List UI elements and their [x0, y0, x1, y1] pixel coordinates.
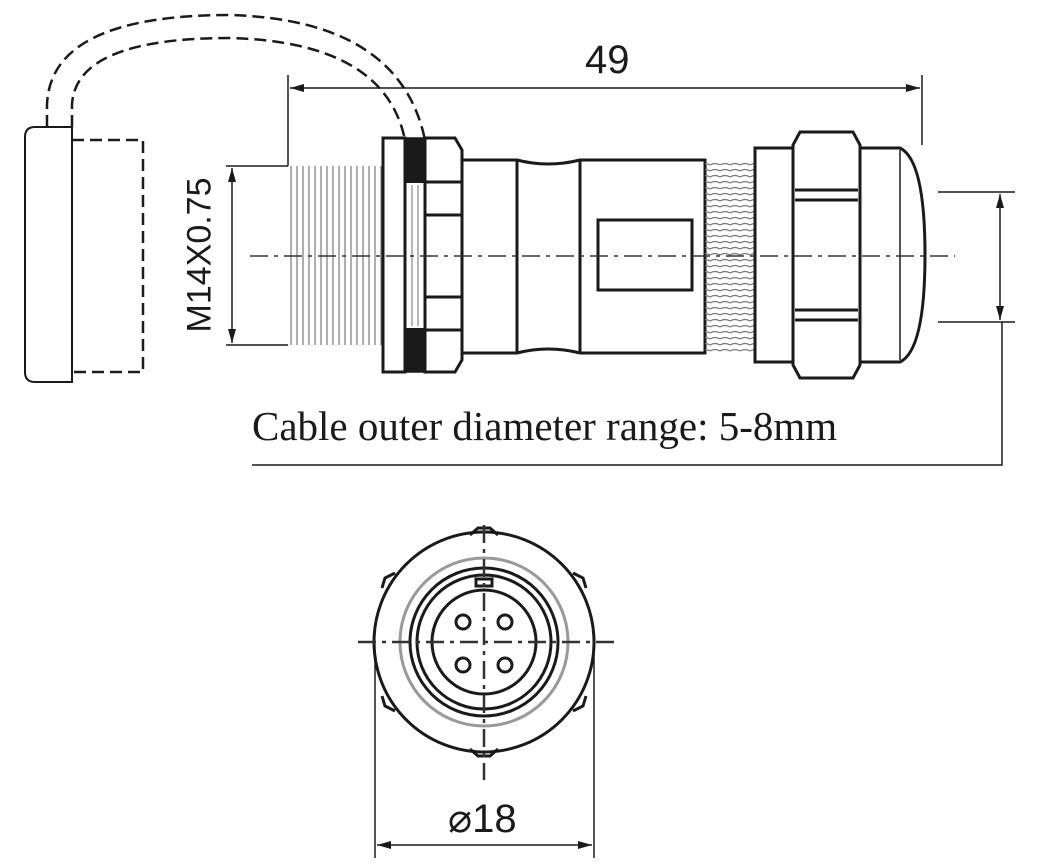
- connector-front-view: [358, 525, 618, 858]
- thread-dimension: [226, 165, 288, 346]
- connector-side-view: [250, 130, 955, 380]
- cable-diameter-dimension: [252, 191, 1015, 466]
- length-dimension-49: [287, 75, 923, 166]
- length-dimension-label: 49: [585, 38, 630, 82]
- cable-diameter-note: Cable outer diameter range: 5-8mm: [252, 403, 838, 449]
- pins: [454, 613, 514, 674]
- diameter-dimension-label: ⌀18: [448, 797, 517, 841]
- thread-dimension-label: M14X0.75: [180, 177, 219, 333]
